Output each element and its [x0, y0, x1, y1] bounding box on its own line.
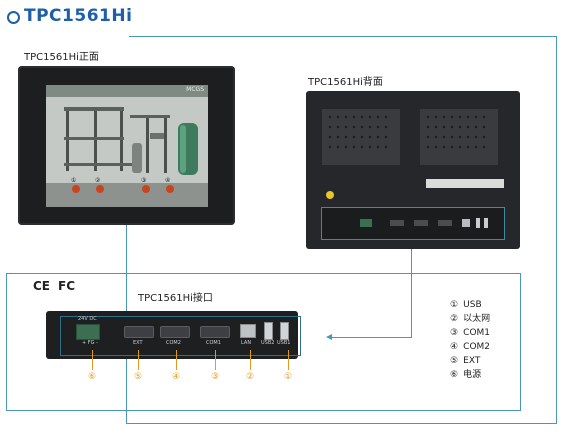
power-port-label: 24V DC — [78, 316, 97, 322]
callout-line — [176, 350, 177, 370]
page-title: TPC1561Hi — [24, 6, 133, 26]
legend-text: 以太网 — [463, 314, 491, 324]
callout-number: ③ — [210, 372, 220, 382]
guide-line-right — [556, 36, 557, 424]
legend-item: ⑥ 电源 — [450, 362, 490, 380]
guide-line-back-drop — [411, 238, 412, 337]
legend-item: ④ COM2 — [450, 334, 490, 352]
legend-number: ① — [450, 300, 459, 310]
arrow-left-icon — [326, 334, 332, 340]
screen-brand-label: MCGS — [186, 86, 204, 93]
ext-port-label: EXT — [133, 340, 143, 346]
callout-line — [215, 350, 216, 370]
callout-line — [250, 350, 251, 370]
legend-number: ③ — [450, 328, 459, 338]
ce-mark: CE — [33, 279, 51, 293]
fc-mark: FC — [58, 279, 76, 293]
lan-port-label: LAN — [241, 340, 252, 346]
legend-text: 电源 — [463, 370, 482, 380]
back-port-strip — [321, 207, 505, 240]
legend-number: ② — [450, 314, 459, 324]
callout-line — [288, 350, 289, 370]
callout-line — [138, 350, 139, 370]
usb1-port — [280, 322, 289, 340]
interface-caption: TPC1561Hi接口 — [138, 293, 213, 304]
callout-number: ① — [283, 372, 293, 382]
back-ports-graphic — [360, 218, 488, 228]
com1-port — [200, 326, 230, 338]
legend-text: USB — [463, 300, 482, 310]
callout-line — [92, 350, 93, 370]
power-terminal — [76, 324, 100, 340]
header-bullet-icon — [7, 11, 20, 24]
hmi-scene — [46, 85, 208, 207]
power-port-sublabel: + FG - — [82, 340, 98, 346]
screen-indicator-label: ③ — [141, 177, 147, 184]
ext-port — [124, 326, 154, 338]
callout-number: ④ — [171, 372, 181, 382]
legend-text: EXT — [463, 356, 481, 366]
legend-item: ③ COM1 — [450, 320, 490, 338]
usb2-port — [264, 322, 273, 340]
guide-line-top — [129, 36, 557, 37]
legend-item: ⑤ EXT — [450, 348, 490, 366]
usb2-port-label: USB2 — [261, 340, 275, 346]
callout-number: ② — [245, 372, 255, 382]
front-screen: MCGS ① ② ③ ④ — [46, 85, 208, 207]
usb1-port-label: USB1 — [277, 340, 291, 346]
screen-indicator-label: ② — [95, 177, 101, 184]
back-caption: TPC1561Hi背面 — [308, 77, 383, 88]
guide-line-bottom — [126, 423, 557, 424]
com2-port-label: COM2 — [166, 340, 181, 346]
screen-indicator-label: ① — [71, 177, 77, 184]
legend-number: ⑥ — [450, 370, 459, 380]
legend-text: COM1 — [463, 328, 491, 338]
guide-line-back-arrow — [331, 337, 412, 338]
com1-port-label: COM1 — [206, 340, 221, 346]
port-legend: ① USB ② 以太网 ③ COM1 ④ COM2 ⑤ EXT ⑥ 电源 — [450, 292, 490, 380]
interface-panel-box — [6, 273, 521, 411]
front-caption: TPC1561Hi正面 — [24, 52, 99, 63]
callout-number: ⑥ — [87, 372, 97, 382]
lan-port — [240, 324, 256, 338]
com2-port — [160, 326, 190, 338]
legend-number: ⑤ — [450, 356, 459, 366]
back-vent-grill — [322, 109, 504, 199]
interface-port-frame — [60, 316, 301, 356]
legend-number: ④ — [450, 342, 459, 352]
legend-item: ① USB — [450, 292, 490, 310]
callout-number: ⑤ — [133, 372, 143, 382]
screen-indicator-label: ④ — [165, 177, 171, 184]
legend-item: ② 以太网 — [450, 306, 490, 324]
legend-text: COM2 — [463, 342, 491, 352]
